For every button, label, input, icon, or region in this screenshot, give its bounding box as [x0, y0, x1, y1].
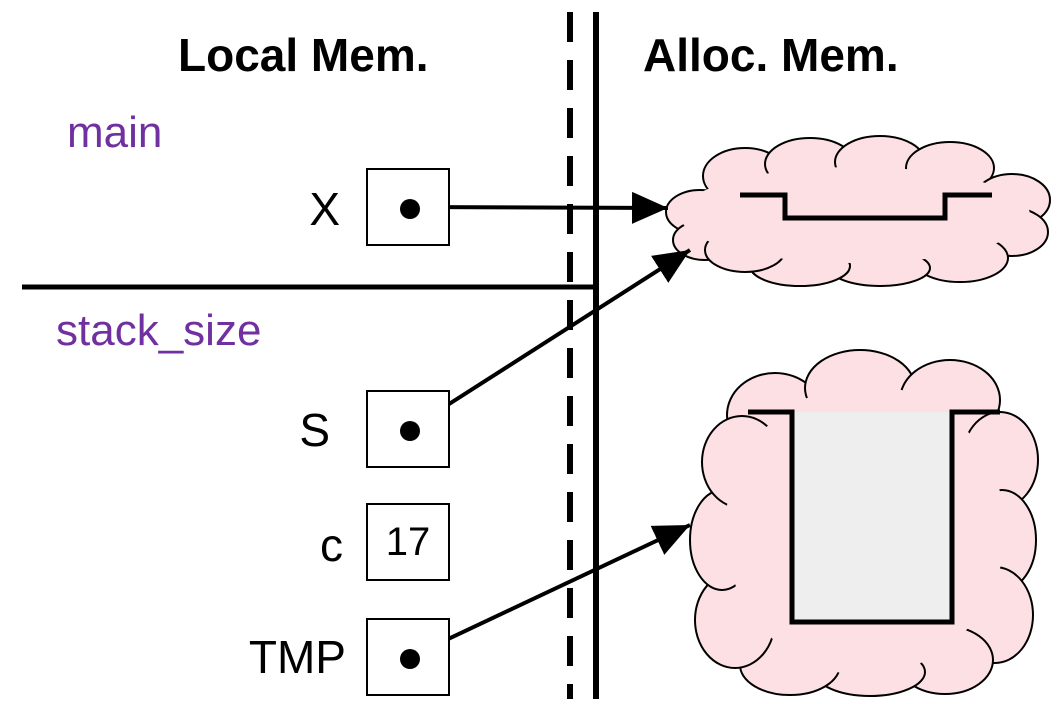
allocated-memory-heading: Alloc. Mem.	[643, 29, 899, 81]
value-cell-c: 17	[366, 503, 450, 581]
local-memory-heading: Local Mem.	[178, 29, 429, 81]
pointer-dot-tmp	[400, 649, 420, 669]
pointer-cell-tmp	[366, 618, 450, 696]
pointer-arrow-tmp	[409, 523, 691, 659]
pointer-dot-x	[400, 199, 420, 219]
container-fill	[792, 412, 952, 622]
frame-label-stack-size: stack_size	[56, 306, 262, 355]
variable-name-s: S	[299, 404, 330, 456]
pointer-arrow-x	[409, 191, 669, 224]
pointer-dot-s	[400, 421, 420, 441]
variable-name-c: c	[320, 519, 343, 571]
variable-name-x: X	[309, 183, 340, 235]
allocated-block-bottom	[689, 349, 1039, 697]
container-shape	[748, 409, 1000, 625]
pointer-cell-x	[366, 168, 450, 246]
allocated-block-top	[665, 135, 1051, 287]
pointer-cell-s	[366, 390, 450, 468]
frame-label-main: main	[67, 108, 163, 157]
empty-array-shape	[740, 192, 992, 221]
pointer-arrow-s	[408, 248, 692, 431]
variable-name-tmp: TMP	[248, 631, 346, 683]
